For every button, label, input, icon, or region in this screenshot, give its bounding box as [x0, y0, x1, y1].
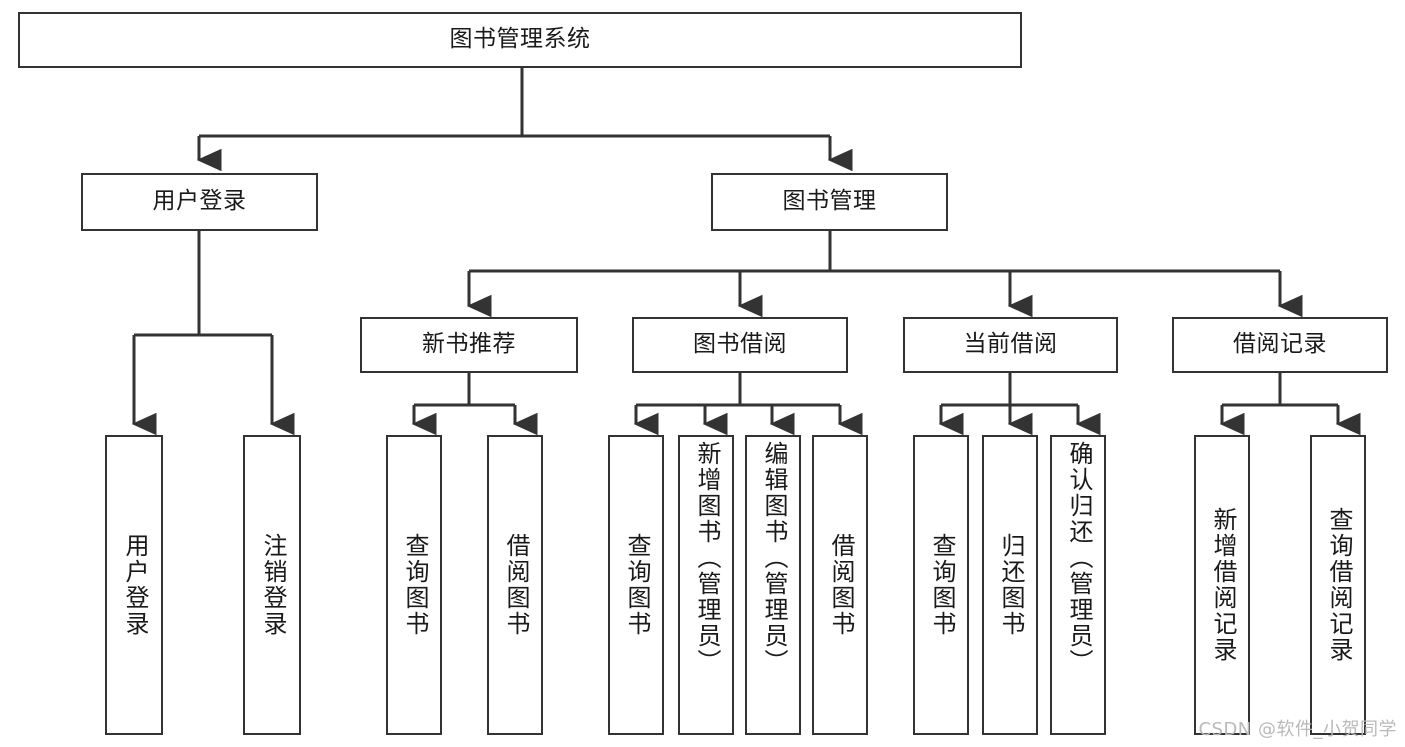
node-book-borrow-label: 图书借阅 [693, 331, 787, 358]
node-borrow-records-label: 借阅记录 [1233, 331, 1327, 358]
node-leaf-query-book-3-label: 查询图书 [927, 533, 956, 637]
node-leaf-add-book[interactable]: 新增图书（管理员） [678, 435, 734, 735]
node-leaf-borrow-book-1[interactable]: 借阅图书 [487, 435, 543, 735]
watermark: CSDN @软件_小贺同学 [1198, 719, 1397, 740]
node-leaf-query-book-3[interactable]: 查询图书 [913, 435, 969, 735]
node-leaf-edit-book-label: 编辑图书（管理员） [759, 441, 788, 675]
node-leaf-return-book[interactable]: 归还图书 [982, 435, 1038, 735]
node-leaf-confirm-return-label: 确认归还（管理员） [1064, 441, 1093, 675]
node-leaf-logout-label: 注销登录 [258, 533, 287, 637]
node-leaf-logout[interactable]: 注销登录 [243, 435, 301, 735]
node-book-manage[interactable]: 图书管理 [711, 173, 948, 231]
node-leaf-query-record[interactable]: 查询借阅记录 [1310, 435, 1366, 735]
node-leaf-borrow-book-2[interactable]: 借阅图书 [812, 435, 868, 735]
node-leaf-query-book-2-label: 查询图书 [622, 533, 651, 637]
node-leaf-borrow-book-1-label: 借阅图书 [501, 533, 530, 637]
node-leaf-user-login-label: 用户登录 [120, 533, 149, 637]
node-current-borrow[interactable]: 当前借阅 [903, 317, 1118, 373]
node-user-login[interactable]: 用户登录 [81, 173, 318, 231]
node-leaf-return-book-label: 归还图书 [996, 533, 1025, 637]
node-leaf-query-book-1-label: 查询图书 [400, 533, 429, 637]
node-leaf-borrow-book-2-label: 借阅图书 [826, 533, 855, 637]
node-leaf-edit-book[interactable]: 编辑图书（管理员） [745, 435, 801, 735]
node-borrow-records[interactable]: 借阅记录 [1172, 317, 1388, 373]
node-leaf-add-record-label: 新增借阅记录 [1208, 507, 1237, 663]
node-leaf-query-record-label: 查询借阅记录 [1324, 507, 1353, 663]
node-current-borrow-label: 当前借阅 [963, 331, 1058, 358]
node-leaf-query-book-1[interactable]: 查询图书 [386, 435, 442, 735]
node-leaf-user-login[interactable]: 用户登录 [105, 435, 163, 735]
node-leaf-confirm-return[interactable]: 确认归还（管理员） [1050, 435, 1106, 735]
node-new-book-rec-label: 新书推荐 [422, 331, 516, 358]
node-leaf-add-book-label: 新增图书（管理员） [692, 441, 721, 675]
node-user-login-label: 用户登录 [152, 188, 247, 215]
node-leaf-query-book-2[interactable]: 查询图书 [608, 435, 664, 735]
node-root-label: 图书管理系统 [449, 26, 591, 53]
node-book-manage-label: 图书管理 [782, 188, 877, 215]
node-new-book-rec[interactable]: 新书推荐 [360, 317, 578, 373]
node-leaf-add-record[interactable]: 新增借阅记录 [1194, 435, 1250, 735]
node-root[interactable]: 图书管理系统 [18, 12, 1022, 68]
node-book-borrow[interactable]: 图书借阅 [632, 317, 848, 373]
